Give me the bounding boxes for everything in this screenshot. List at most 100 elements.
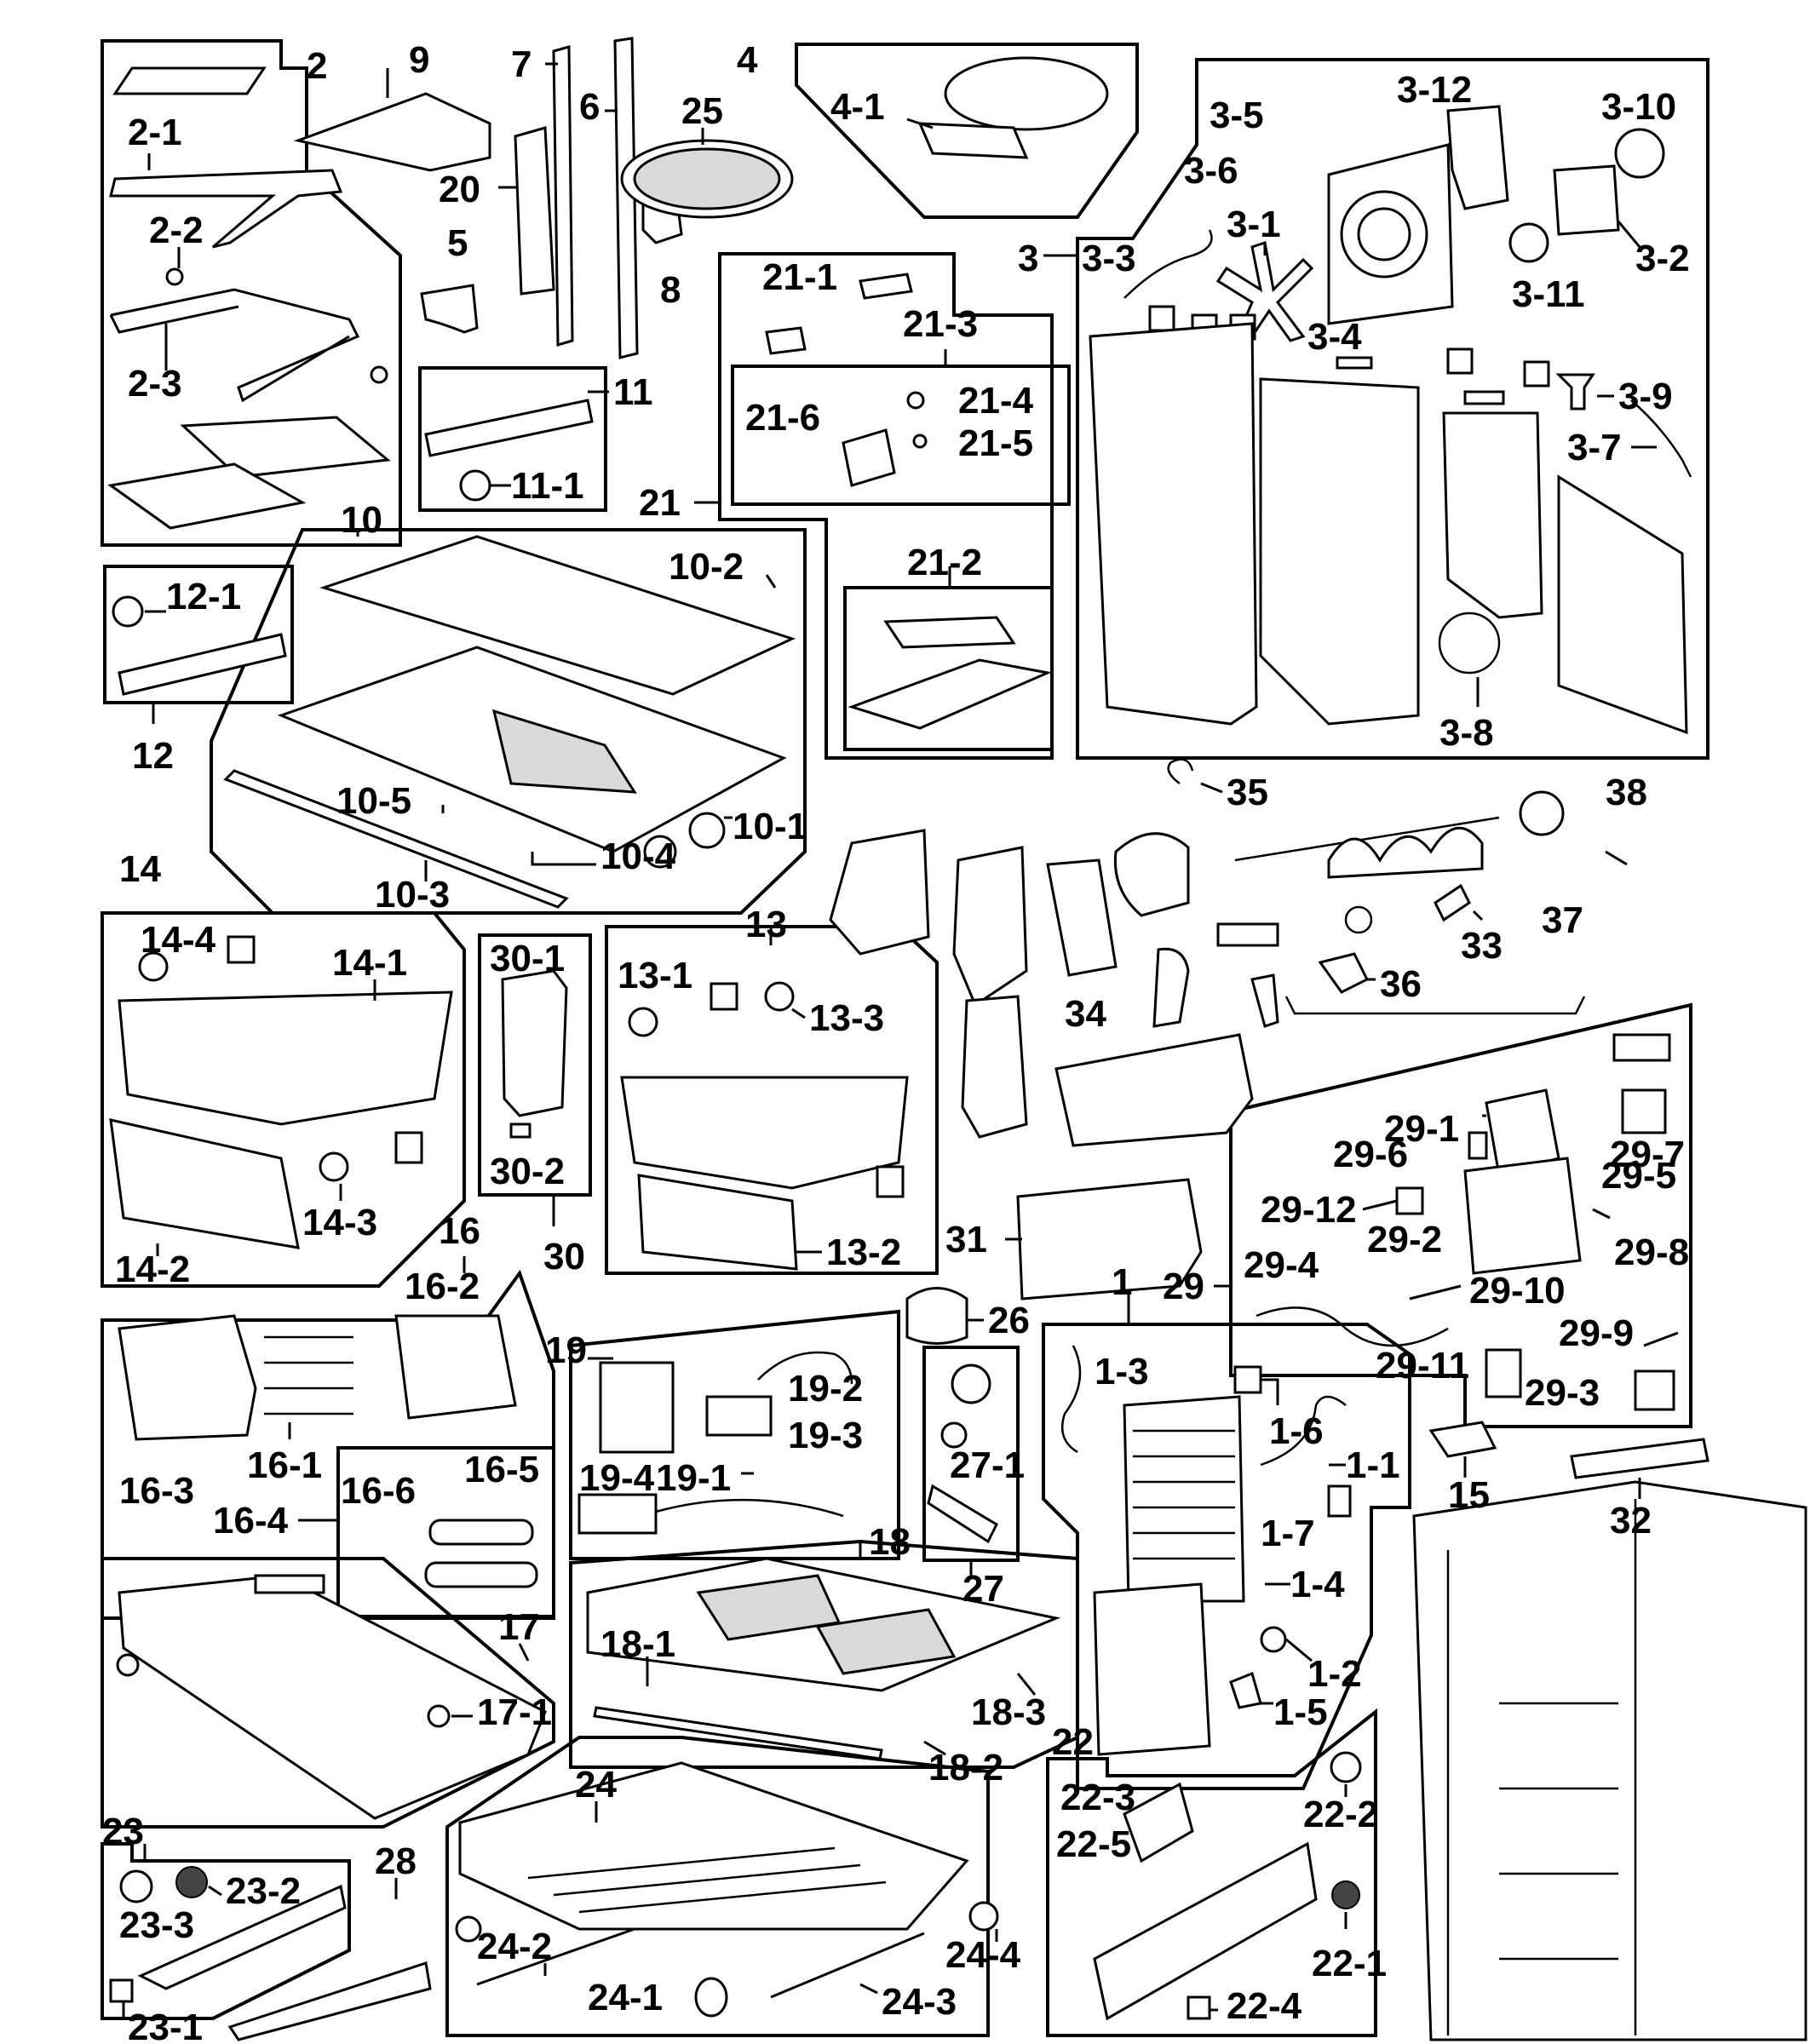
label-16-2: 16-2 (405, 1266, 480, 1307)
part-10-1-wheel-a (688, 812, 726, 849)
part-15-bracket (1428, 1421, 1497, 1458)
part-auger-end (1519, 790, 1565, 836)
part-10-frame-inner (491, 709, 637, 794)
label-22-4: 22-4 (1227, 1985, 1302, 2027)
part-13-3-wheel (764, 981, 795, 1012)
label-21-2: 21-2 (907, 542, 982, 583)
label-12: 12 (132, 735, 174, 777)
label-23-2: 23-2 (226, 1870, 301, 1912)
part-28-strip (227, 1961, 432, 2041)
label-29-6: 29-6 (1333, 1134, 1408, 1175)
part-22-rail (1093, 1841, 1318, 2021)
label-23-1: 23-1 (128, 2007, 203, 2044)
part-36-bracket (1318, 952, 1370, 994)
frame-group-11 (418, 366, 607, 512)
label-29-8: 29-8 (1614, 1232, 1689, 1273)
frame-group-12 (103, 565, 294, 704)
part-21-4-nut (906, 391, 925, 410)
part-19-2-wire (757, 1351, 853, 1385)
part-29-12-block (1395, 1186, 1424, 1215)
label-20: 20 (439, 169, 480, 210)
leader-33 (1472, 910, 1484, 922)
label-31: 31 (945, 1219, 987, 1260)
part-3-pad-b (1463, 390, 1505, 405)
leader-24-3 (859, 1983, 878, 1995)
part-24-3-rail (770, 1932, 925, 1999)
label-17-1: 17-1 (477, 1691, 552, 1733)
part-17-1-foot-b (427, 1704, 451, 1728)
label-29-9: 29-9 (1559, 1312, 1634, 1354)
part-1-3-wire (1060, 1345, 1082, 1454)
part-2-glass-low (107, 462, 307, 530)
frame-group-10 (210, 528, 807, 915)
label-1-1: 1-1 (1346, 1444, 1400, 1486)
label-1-7: 1-7 (1261, 1513, 1315, 1554)
part-3-panel-right (1442, 411, 1543, 619)
part-6-rail (613, 37, 639, 359)
frame-group-24 (445, 1736, 990, 2037)
label-16-4: 16-4 (213, 1500, 289, 1542)
part-17-1-foot-a (116, 1653, 140, 1677)
frame-group-17 (101, 1557, 555, 1829)
leader-1-2 (1285, 1638, 1313, 1662)
leader-18-2 (923, 1740, 946, 1756)
part-16-1-coil (264, 1335, 353, 1415)
label-21-1: 21-1 (762, 256, 837, 298)
label-4: 4 (737, 39, 758, 81)
frame-group-23 (101, 1842, 351, 2020)
part-5-cover (420, 284, 479, 334)
part-9-shelf (293, 92, 491, 172)
part-13-drawer (620, 1076, 909, 1190)
label-30-2: 30-2 (490, 1151, 565, 1192)
part-16-2-plate (394, 1314, 517, 1420)
part-10-1-wheel-b (643, 835, 677, 869)
part-16-filter-a (428, 1519, 534, 1546)
part-2-screw-b (370, 365, 388, 384)
part-2-glass-mid (180, 416, 391, 479)
label-9: 9 (409, 39, 429, 81)
part-27-paddle (927, 1484, 998, 1544)
part-21-1-pad-b (765, 326, 807, 355)
label-28: 28 (375, 1840, 417, 1882)
label-38: 38 (1606, 772, 1647, 813)
label-16-6: 16-6 (341, 1470, 416, 1512)
part-2-3-rail (109, 288, 360, 403)
part-27-valve (951, 1364, 991, 1404)
label-3-4: 3-4 (1307, 316, 1362, 358)
label-37: 37 (1542, 899, 1583, 941)
part-3-3-wire (1123, 229, 1213, 299)
label-27-1: 27-1 (950, 1444, 1025, 1486)
label-15: 15 (1448, 1474, 1490, 1516)
part-3-panel-back (1557, 474, 1688, 735)
part-21-1-pad-a (859, 273, 913, 300)
label-22-5: 22-5 (1056, 1823, 1131, 1865)
label-10-1: 10-1 (733, 806, 807, 847)
label-26: 26 (988, 1300, 1030, 1341)
frame-group-3 (1076, 58, 1709, 760)
part-22-4-clip (1187, 1995, 1211, 2020)
part-4-1-plate (917, 122, 1029, 159)
part-12-1-wheel (112, 595, 144, 628)
label-21: 21 (639, 482, 681, 524)
leader-lines (122, 62, 1657, 2018)
label-8: 8 (660, 269, 681, 311)
label-14-3: 14-3 (302, 1202, 377, 1243)
part-29-4-harness (1256, 1306, 1449, 1347)
part-14-wheel (138, 951, 169, 982)
part-guide-block (1216, 922, 1279, 947)
label-29-3: 29-3 (1525, 1372, 1600, 1414)
part-7-rail (552, 45, 574, 347)
part-ice-chute-b (952, 846, 1028, 1008)
label-23-3: 23-3 (119, 1904, 194, 1946)
label-29-2: 29-2 (1367, 1219, 1442, 1260)
label-1-3: 1-3 (1095, 1351, 1149, 1392)
label-13-1: 13-1 (618, 955, 692, 996)
frame-group-21 (718, 252, 1054, 760)
label-13-2: 13-2 (826, 1232, 901, 1273)
part-13-1-clip (710, 982, 738, 1011)
part-24-ribs (527, 1846, 887, 1914)
label-19: 19 (545, 1329, 587, 1371)
label-10: 10 (341, 499, 382, 541)
